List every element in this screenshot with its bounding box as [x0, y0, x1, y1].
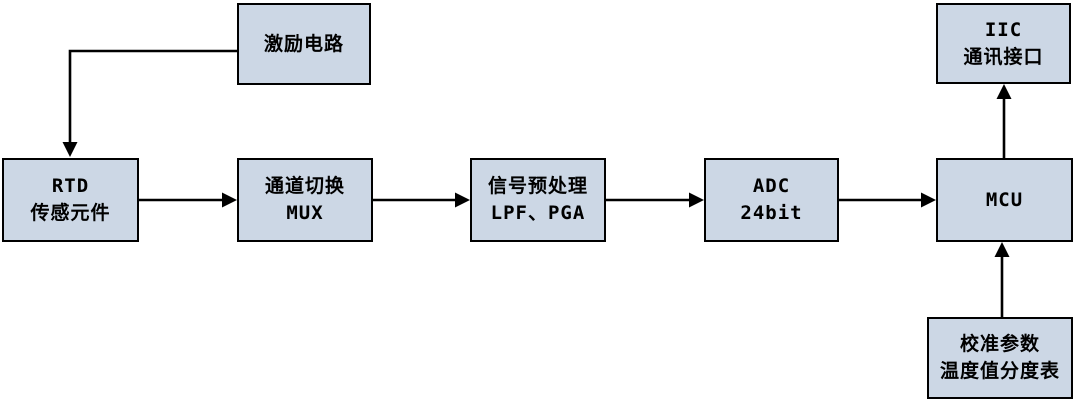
node-adc: ADC 24bit: [704, 158, 839, 242]
node-channel-mux-label-line1: 通道切换: [264, 175, 345, 197]
node-rtd-sensor-label-line1: RTD: [51, 175, 90, 197]
node-signal-preprocessing: 信号预处理 LPF、PGA: [470, 158, 606, 242]
arrow-excitation-to-rtd: [62, 49, 237, 157]
arrow-calib-to-mcu: [994, 242, 1010, 317]
node-adc-label-line2: 24bit: [740, 202, 803, 224]
arrow-adc-to-mcu: [839, 192, 936, 208]
arrow-preproc-to-adc: [606, 192, 704, 208]
node-calibration-table-label-line1: 校准参数: [959, 333, 1040, 355]
arrow-mux-to-preproc: [373, 192, 470, 208]
node-rtd-sensor: RTD 传感元件: [2, 158, 139, 242]
node-excitation-circuit-label: 激励电路: [263, 32, 344, 55]
node-mcu: MCU: [936, 158, 1073, 242]
node-channel-mux-label-line2: MUX: [286, 202, 324, 224]
node-excitation-circuit: 激励电路: [237, 3, 371, 85]
node-iic-interface-label-line2: 通讯接口: [963, 45, 1044, 68]
node-iic-interface-label-line1: IIC: [984, 18, 1023, 41]
node-iic-interface: IIC 通讯接口: [936, 3, 1071, 84]
arrow-rtd-to-mux: [139, 192, 237, 208]
node-signal-preprocessing-label-line2: LPF、PGA: [490, 202, 586, 224]
arrow-mcu-to-iic: [996, 84, 1012, 158]
node-rtd-sensor-label-line2: 传感元件: [30, 202, 111, 224]
node-mcu-label: MCU: [985, 188, 1024, 211]
node-signal-preprocessing-label-line1: 信号预处理: [487, 175, 588, 197]
node-channel-mux: 通道切换 MUX: [237, 158, 373, 242]
node-adc-label-line1: ADC: [752, 175, 791, 197]
node-calibration-table: 校准参数 温度值分度表: [927, 317, 1073, 399]
node-calibration-table-label-line2: 温度值分度表: [939, 360, 1060, 382]
